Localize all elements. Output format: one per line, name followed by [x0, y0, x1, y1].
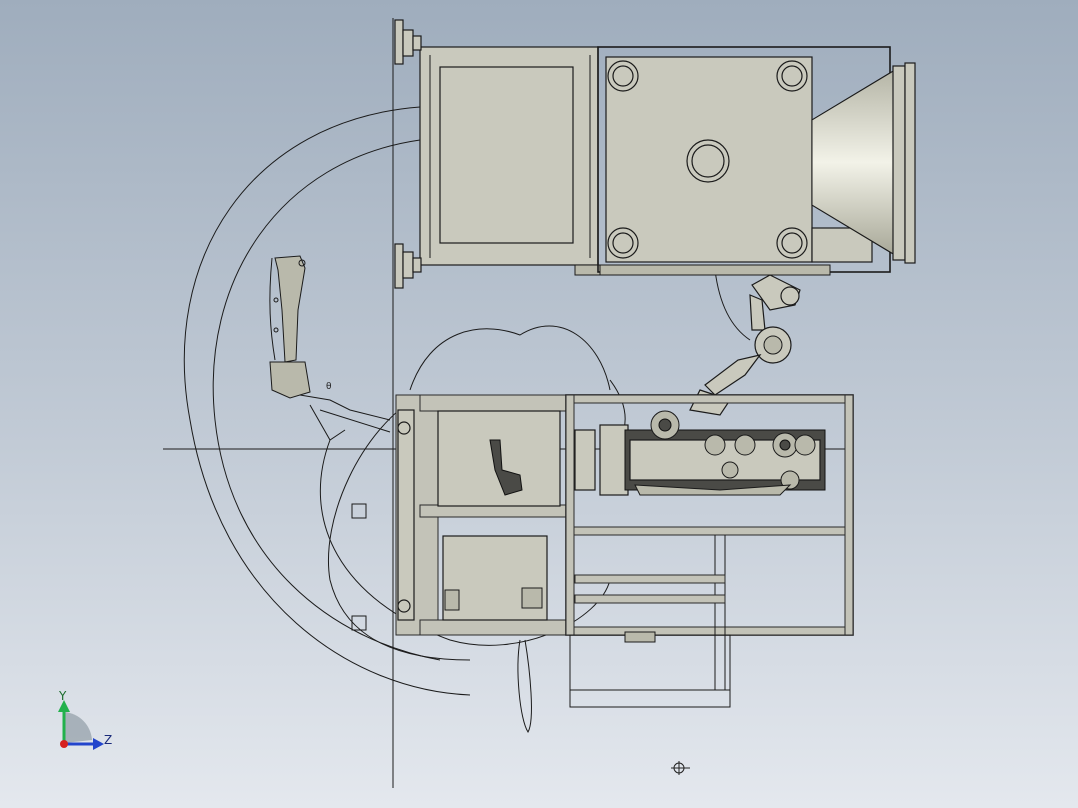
lower-frame-left[interactable] — [351, 394, 571, 636]
leveling-feet — [394, 19, 422, 289]
triad-plane — [64, 712, 92, 743]
conical-hopper[interactable] — [811, 62, 916, 264]
robot-arm[interactable] — [689, 274, 801, 416]
y-axis-label: Y — [58, 689, 67, 703]
z-arrow-head — [93, 738, 104, 750]
z-axis-label: Z — [104, 733, 112, 747]
lower-frame-right[interactable] — [565, 394, 854, 708]
gripper-assembly[interactable] — [574, 410, 826, 496]
coordinate-triad: Y Z — [58, 689, 112, 750]
manipulator-outline — [269, 255, 391, 441]
reach-envelope-arcs — [183, 106, 751, 733]
machine-cabinet[interactable] — [419, 46, 606, 276]
angle-mark: θ — [326, 382, 332, 392]
y-arrow-head — [58, 700, 70, 712]
triad-origin — [60, 740, 68, 748]
crosshair-circle-icon[interactable] — [671, 761, 690, 775]
